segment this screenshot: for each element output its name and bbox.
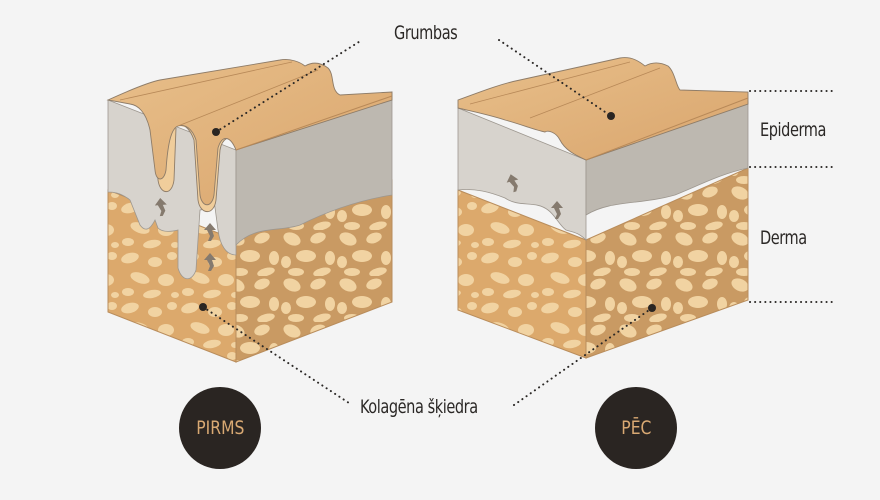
dermis-label: Derma bbox=[760, 227, 807, 249]
after-badge-label: PĒC bbox=[620, 417, 652, 439]
skin-block-after bbox=[457, 57, 749, 359]
before-badge-label: PIRMS bbox=[195, 417, 245, 439]
wrinkle-marker-dot bbox=[607, 112, 615, 120]
collagen-label: Kolagēna šķiedra bbox=[360, 396, 478, 418]
after-badge: PĒC bbox=[595, 387, 677, 469]
skin-block-before bbox=[106, 59, 393, 363]
epidermis-label: Epiderma bbox=[760, 119, 826, 141]
wrinkles-label: Grumbas bbox=[394, 22, 458, 44]
before-badge: PIRMS bbox=[179, 387, 261, 469]
leader-lines bbox=[202, 39, 837, 406]
